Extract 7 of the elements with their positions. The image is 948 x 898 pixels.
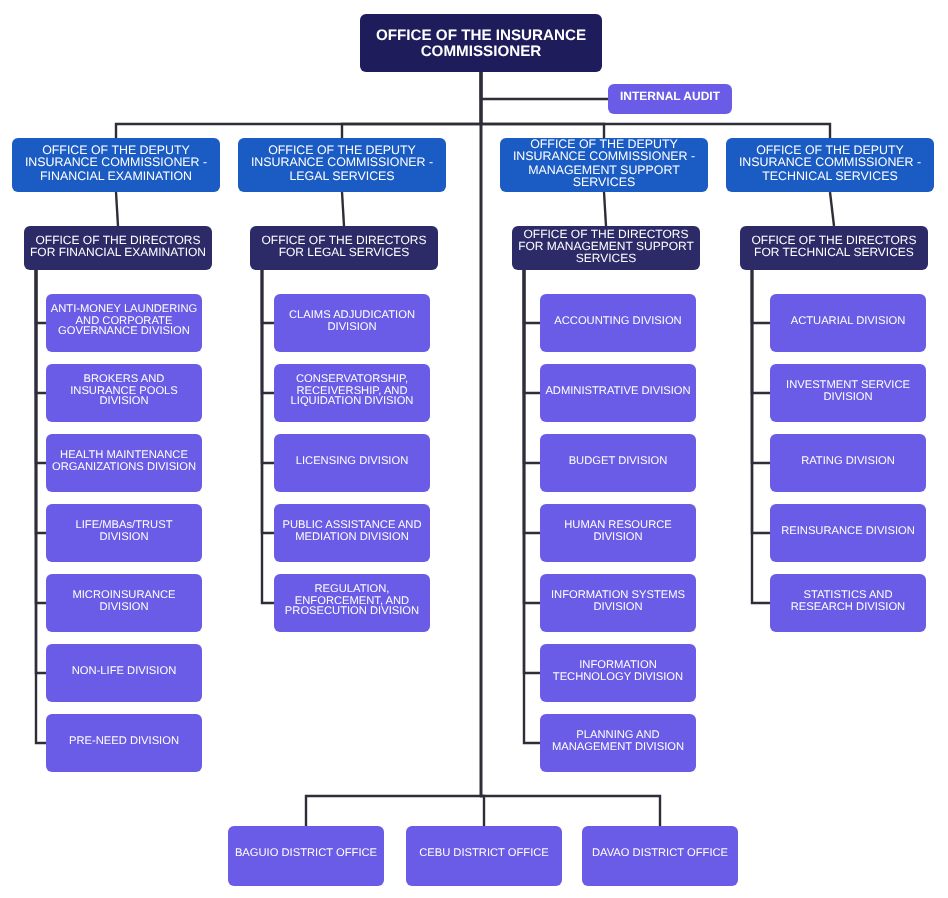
connector-line <box>479 72 662 826</box>
connector-line <box>750 270 770 605</box>
connector-line <box>260 270 274 605</box>
connector-line <box>340 191 346 227</box>
connector-line <box>828 191 836 227</box>
connector-line <box>114 191 120 227</box>
connector-line <box>602 191 608 227</box>
